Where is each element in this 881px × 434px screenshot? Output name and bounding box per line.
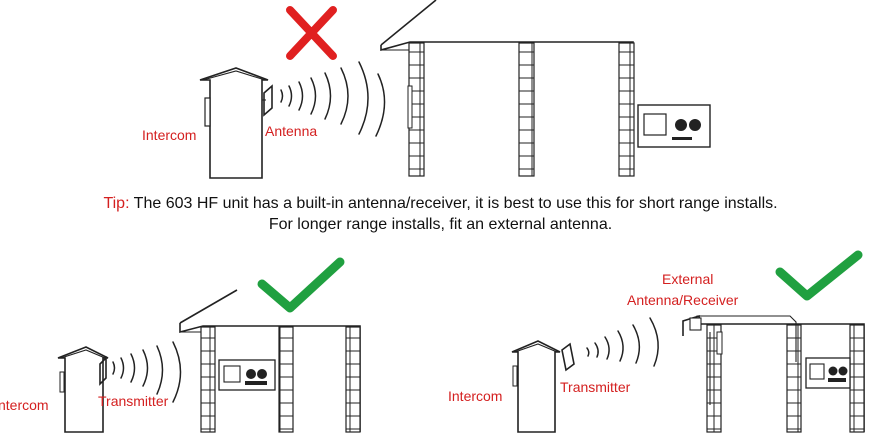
- signal-waves-icon: [586, 317, 659, 367]
- tip-prefix: Tip:: [103, 195, 130, 212]
- antenna-icon: [262, 84, 273, 117]
- external-antenna-label-line1: External: [662, 271, 713, 287]
- tip-line-2: For longer range installs, fit an extern…: [268, 216, 613, 233]
- transmitter-icon: [99, 356, 107, 386]
- signal-waves-icon: [112, 341, 182, 403]
- tip-text: Tip: The 603 HF unit has a built-in ante…: [0, 193, 881, 235]
- indoor-monitor: [805, 357, 851, 389]
- intercom-post: [511, 340, 561, 433]
- cross-icon: [286, 6, 337, 60]
- transmitter-label: Transmitter: [98, 393, 169, 409]
- transmitter-label: Transmitter: [560, 379, 631, 395]
- intercom-label: Intercom: [142, 127, 196, 143]
- intercom-post: [57, 346, 109, 433]
- indoor-monitor: [637, 104, 711, 148]
- check-icon: [775, 250, 863, 301]
- antenna-label: Antenna: [265, 123, 317, 139]
- transmitter-icon: [561, 342, 575, 372]
- bottom-left-scene: ntercom Transmitter: [0, 257, 361, 433]
- signal-waves-icon: [280, 61, 386, 137]
- bottom-right-scene: External Antenna/Receiver Intercom Trans…: [448, 250, 865, 433]
- intercom-label: ntercom: [0, 397, 49, 413]
- building: [682, 314, 865, 433]
- intercom-label: Intercom: [448, 388, 502, 404]
- tip-line-1: Tip: The 603 HF unit has a built-in ante…: [0, 193, 881, 214]
- intercom-post: [199, 67, 269, 179]
- tip-line-1-text: The 603 HF unit has a built-in antenna/r…: [129, 195, 778, 212]
- external-antenna-label-line2: Antenna/Receiver: [627, 292, 739, 308]
- building: [380, 0, 635, 177]
- indoor-monitor: [218, 359, 276, 391]
- top-scene: Intercom Antenna: [142, 0, 711, 179]
- building: [179, 289, 361, 433]
- check-icon: [257, 257, 345, 313]
